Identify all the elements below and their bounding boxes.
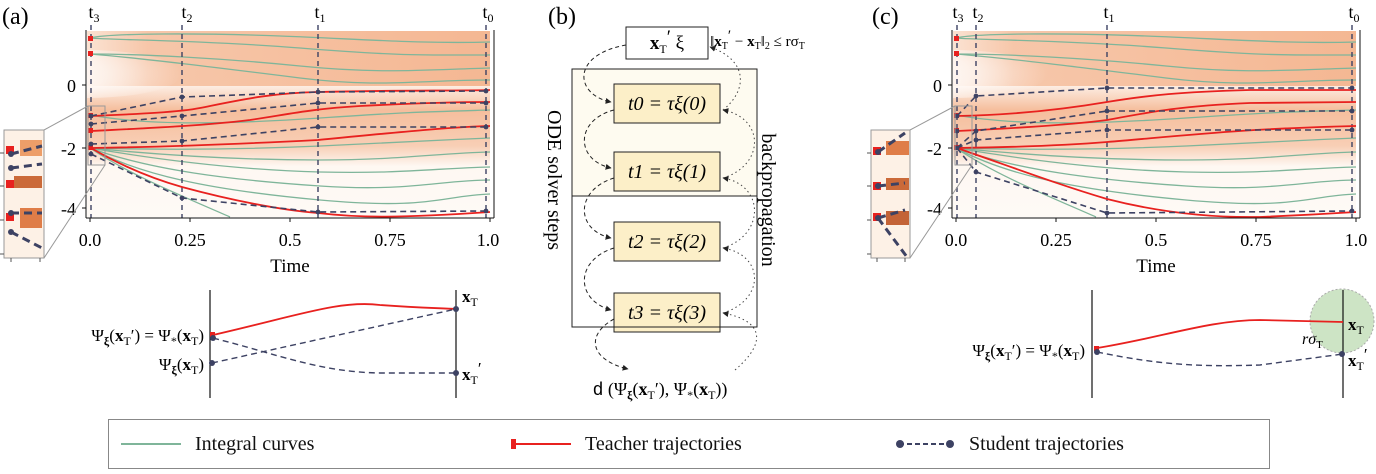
panel-a-density-field: [0, 31, 490, 217]
panel-c-xticks: 0.0 0.25 0.5 0.75 1.0: [945, 230, 1368, 250]
student-trajectory-swatch-icon: [896, 440, 954, 448]
panel-b-label: (b): [548, 4, 576, 30]
psi-student-perturbed-label: Ψξ(xT′) = Ψ*(xT): [91, 326, 204, 348]
svg-text:-2: -2: [927, 139, 942, 159]
panel-c-bottom-diagram: Ψξ(xT′) = Ψ*(xT) xT xT′ rσT: [972, 288, 1375, 398]
psi-student-label: Ψξ(xT): [159, 355, 204, 377]
loss-text: d (Ψξ(xT′), Ψ*(xT)): [593, 379, 728, 402]
svg-text:0.5: 0.5: [1145, 230, 1168, 250]
panel-a-yticks: 0 -2 -4: [61, 76, 76, 219]
legend: Integral curves Teacher trajectories Stu…: [108, 419, 1270, 469]
panel-a-label: (a): [2, 4, 29, 30]
panel-c-yticks: 0 -2 -4: [927, 76, 942, 219]
svg-text:t2 = τξ(2): t2 = τξ(2): [628, 231, 706, 253]
forward-arrows: [583, 44, 629, 371]
panel-c: (c): [858, 2, 1375, 398]
panel-c-zoom-inset: [867, 105, 973, 262]
svg-text:0: 0: [933, 76, 942, 96]
svg-text:t2: t2: [972, 2, 983, 25]
integral-curve-swatch-icon: [121, 443, 181, 445]
svg-text:t0 = τξ(0): t0 = τξ(0): [628, 93, 706, 115]
svg-text:0.0: 0.0: [79, 230, 102, 250]
svg-text:0.5: 0.5: [279, 230, 302, 250]
panel-a-student-markers: [88, 88, 489, 215]
panel-c-label: (c): [872, 4, 899, 30]
svg-text:t3: t3: [952, 2, 963, 25]
svg-text:0.75: 0.75: [1240, 230, 1272, 250]
legend-item-student-trajectories: Student trajectories: [895, 420, 1124, 468]
teacher-trajectory-swatch-icon: [511, 439, 571, 449]
legend-item-integral-curves: Integral curves: [121, 420, 314, 468]
svg-text:t3 = τξ(3): t3 = τξ(3): [628, 302, 706, 324]
legend-label: Integral curves: [195, 432, 315, 455]
svg-text:0.25: 0.25: [1040, 230, 1072, 250]
svg-text:0.75: 0.75: [374, 230, 406, 250]
svg-text:1.0: 1.0: [477, 230, 500, 250]
panel-c-step-labels: t3 t2 t1 t0: [952, 2, 1359, 25]
panel-a-step-labels: t3 t2 t1 t0: [88, 2, 493, 25]
panel-a-xlabel: Time: [270, 256, 309, 277]
panel-a-zoom-inset: [0, 105, 106, 262]
svg-text:-2: -2: [61, 139, 76, 159]
solver-step-labels: t0 = τξ(0) t1 = τξ(1) t2 = τξ(2) t3 = τξ…: [628, 93, 706, 324]
panel-c-axes: [948, 30, 1361, 222]
backward-arrows: [709, 45, 758, 371]
panel-c-xlabel: Time: [1136, 256, 1175, 277]
svg-text:t2: t2: [181, 2, 192, 25]
panel-c-student-markers: [954, 85, 1355, 216]
svg-text:t3: t3: [88, 2, 99, 25]
svg-text:t1: t1: [314, 2, 325, 25]
panel-a-xticks: 0.0 0.25 0.5 0.75 1.0: [79, 230, 500, 250]
panel-c-teacher-trajectories: [956, 89, 1357, 218]
backprop-caption: backpropagation: [757, 133, 779, 266]
panel-a: (a): [0, 2, 499, 398]
panel-a-student-trajectories: [90, 90, 487, 213]
legend-item-teacher-trajectories: Teacher trajectories: [511, 420, 742, 468]
ode-solver-caption: ODE solver steps: [543, 110, 565, 250]
legend-label: Student trajectories: [969, 432, 1124, 455]
svg-text:0.25: 0.25: [174, 230, 206, 250]
svg-text:t0: t0: [482, 2, 493, 25]
panel-b: (b) xT′ ξ ‖xT′ − xT‖2 ≤ rσT t0 = τξ(0) t…: [543, 4, 805, 402]
svg-text:t1: t1: [1103, 2, 1114, 25]
psi-equality-label: Ψξ(xT′) = Ψ*(xT): [972, 341, 1085, 363]
svg-text:0.0: 0.0: [945, 230, 968, 250]
legend-label: Teacher trajectories: [585, 432, 742, 455]
panel-a-bottom-diagram: Ψξ(xT′) = Ψ*(xT) Ψξ(xT) xT xT′: [91, 287, 482, 398]
panel-a-integral-curves: [89, 33, 491, 218]
panel-a-axes: [82, 30, 495, 222]
svg-text:-4: -4: [61, 199, 76, 219]
svg-text:1.0: 1.0: [1345, 230, 1368, 250]
input-box: [625, 26, 709, 60]
xT-label: xT: [462, 287, 479, 309]
constraint-text: ‖xT′ − xT‖2 ≤ rσT: [710, 28, 805, 52]
svg-text:-4: -4: [927, 199, 942, 219]
svg-text:t1 = τξ(1): t1 = τξ(1): [628, 161, 706, 183]
xT-prime-label: xT′: [462, 359, 482, 387]
svg-text:t0: t0: [1348, 2, 1359, 25]
solver-steps: [613, 83, 721, 333]
panel-c-integral-curves: [955, 33, 1357, 218]
svg-text:0: 0: [67, 76, 76, 96]
input-box-text: xT′ ξ: [650, 27, 685, 56]
